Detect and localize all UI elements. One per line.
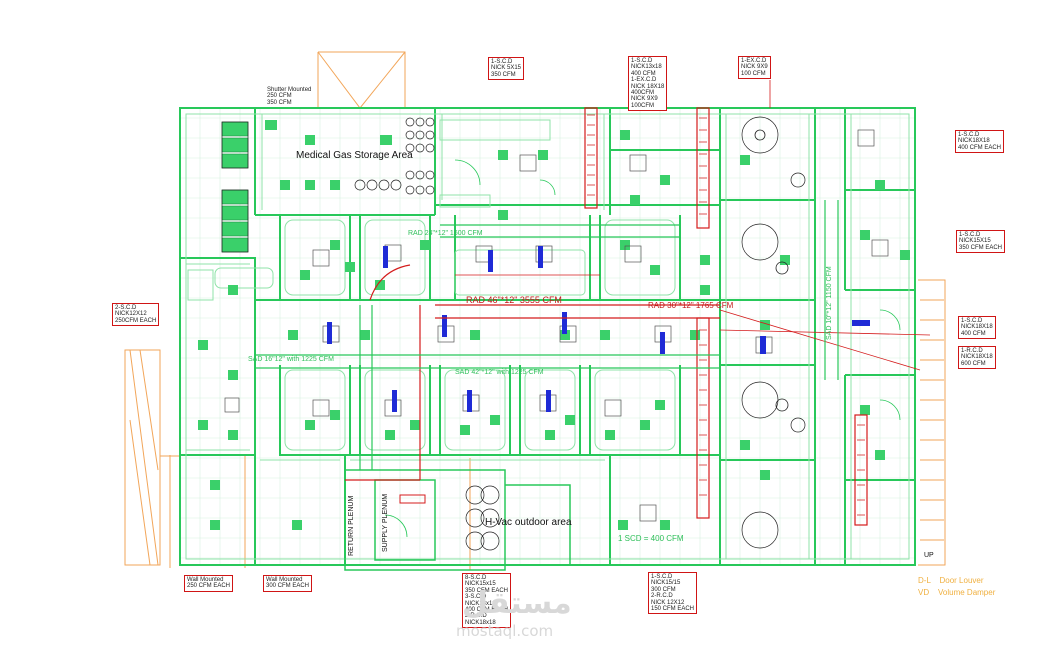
supply-plenum-label: SUPPLY PLENUM bbox=[382, 493, 389, 552]
callout-c2: 1-S.C.D NICK13x18 400 CFM 1-EX.C.D NICK … bbox=[628, 56, 668, 112]
orange-outline bbox=[124, 51, 946, 570]
fixture-plates bbox=[198, 120, 910, 530]
callout-c4: 1-S.C.D NICK18X18 400 CFM EACH bbox=[955, 130, 1005, 154]
callout-c10: Wall Mounted 300 CFM EACH bbox=[263, 575, 313, 592]
callout-c11: 8-S.C.D NICK15x15 350 CFM EACH 3-S.C.D N… bbox=[462, 573, 512, 629]
wheelchair-icons bbox=[754, 129, 789, 412]
scd-label: 1 SCD = 400 CFM bbox=[618, 534, 684, 543]
callout-c7: 1-S.C.D NICK18X18 400 CFM bbox=[958, 316, 996, 340]
up-label: UP bbox=[924, 552, 934, 559]
supply-trunks bbox=[255, 200, 839, 470]
supply-ducts bbox=[327, 246, 870, 412]
vertical-duct-label: SAD 10"*12" 1150 CFM bbox=[826, 266, 833, 340]
watermark-latin: mostaql.com bbox=[456, 622, 554, 640]
callout-c3: 1-EX.C.D NICK 9X9 100 CFM bbox=[738, 56, 771, 80]
medical-gas-storage-label: Medical Gas Storage Area bbox=[296, 150, 413, 161]
callout-c1: 1-S.C.D NICK 5X15 350 CFM bbox=[488, 57, 525, 81]
legend-volume-damper: VD Volume Damper bbox=[918, 588, 996, 597]
rad-top-label: RAD 24"*12" 1600 CFM bbox=[408, 230, 483, 237]
cylinder-outlines bbox=[221, 116, 806, 551]
legend-door-louver: D-L Door Louver bbox=[918, 576, 984, 585]
return-plenum-label: RETURN PLENUM bbox=[348, 495, 355, 556]
hvac-outdoor-label: H-Vac outdoor area bbox=[485, 517, 572, 528]
callout-c12: 1-S.C.D NICK15/15 300 CFM 2-R.C.D NICK 1… bbox=[648, 572, 698, 615]
sad-left-label: SAD 16"12" with 1225 CFM bbox=[248, 356, 334, 363]
callout-c8: 1-R.C.D NICK18X18 600 CFM bbox=[958, 346, 996, 370]
callout-c9: Wall Mounted 250 CFM EACH bbox=[184, 575, 234, 592]
walls bbox=[179, 107, 916, 566]
rad-right-label: RAD 30"*12" 1765 CFM bbox=[648, 301, 734, 310]
rad-main-label: RAD 46"*12" 3555 CFM bbox=[466, 295, 562, 305]
callout-c6: 2-S.C.D NICK12X12 250CFM EACH bbox=[112, 303, 160, 327]
callout-shutter: Shutter Mounted 250 CFM 350 CFM bbox=[265, 86, 314, 108]
gas-cylinders bbox=[221, 121, 249, 253]
sad-mid-label: SAD 42"*12" with 1225 CFM bbox=[455, 369, 544, 376]
door-swings bbox=[384, 159, 901, 538]
watermark-arabic: مستقل bbox=[462, 586, 572, 621]
callout-c5: 1-S.C.D NICK15X15 350 CFM EACH bbox=[956, 230, 1006, 254]
inner-walls bbox=[185, 113, 910, 560]
